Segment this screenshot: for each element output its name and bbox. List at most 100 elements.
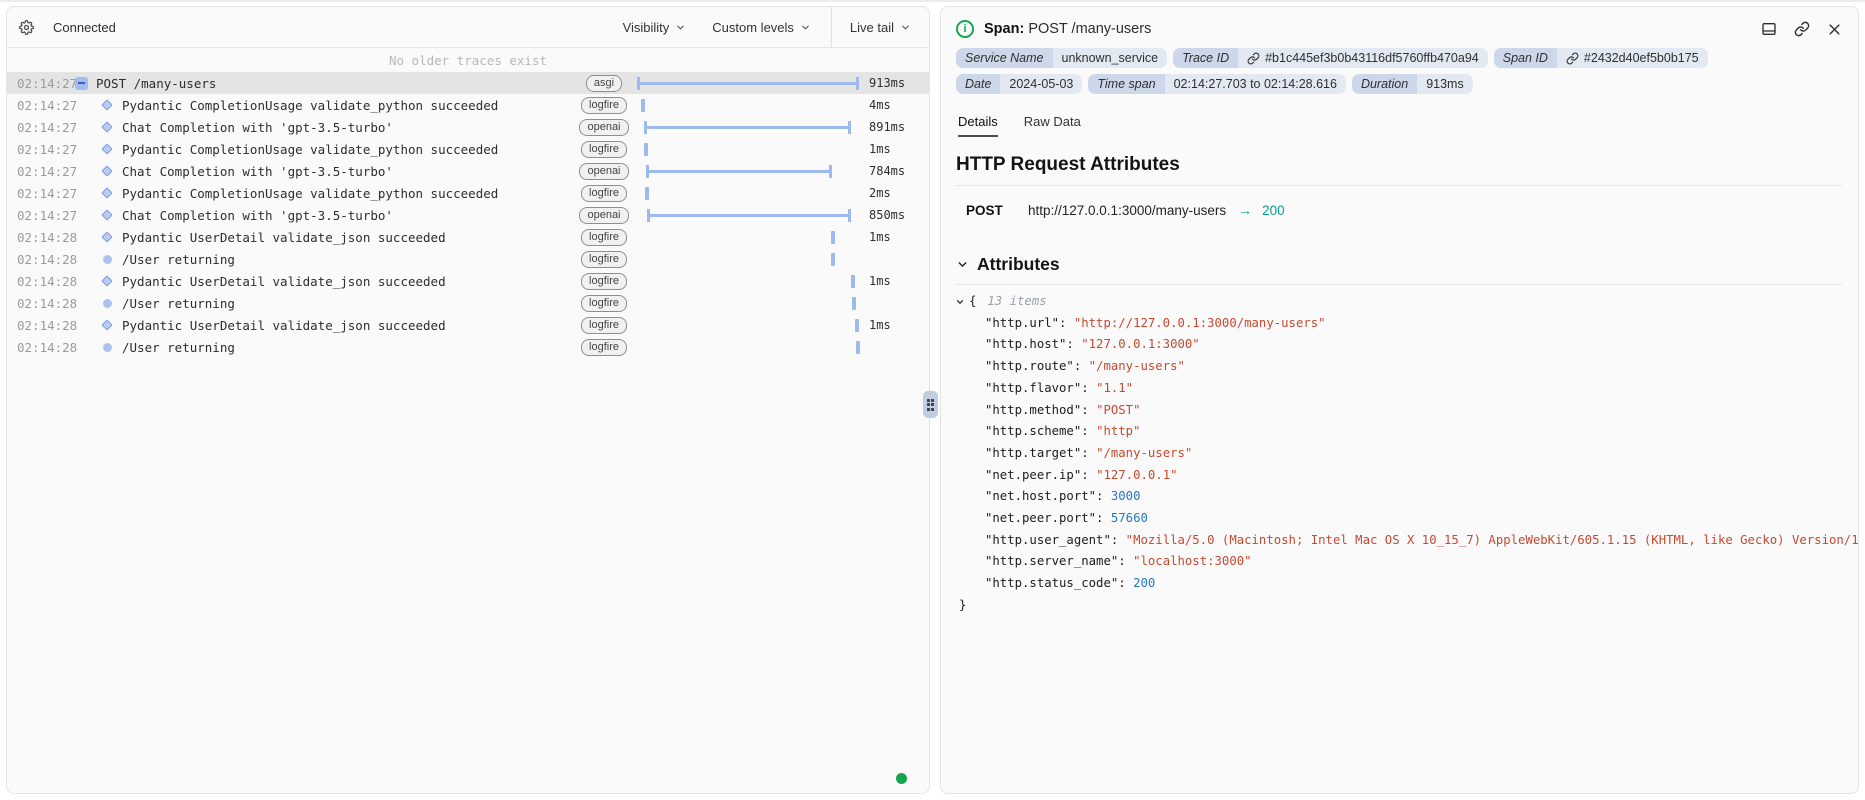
json-open-brace: {	[969, 294, 977, 308]
scope-badge: openai	[579, 162, 629, 180]
trace-timestamp: 02:14:28	[17, 273, 78, 289]
scope-badge: logfire	[581, 228, 627, 246]
json-value: 3000	[1110, 489, 1141, 504]
attributes-heading[interactable]: Attributes	[956, 254, 1842, 275]
collapse-chevron-icon[interactable]	[955, 297, 965, 307]
span-details-header: i Span: POST /many-users	[941, 7, 1858, 46]
attributes-heading-label: Attributes	[977, 254, 1060, 274]
custom-levels-dropdown-label: Custom levels	[712, 19, 794, 35]
scope-badge-col: logfire	[575, 338, 633, 356]
chip-label: Duration	[1351, 74, 1418, 94]
chip-label: Date	[956, 74, 1001, 94]
json-attribute-line: "http.method": "POST"	[955, 400, 1842, 422]
duration-bar	[855, 340, 860, 354]
tab-details[interactable]: Details	[958, 114, 998, 137]
trace-timestamp: 02:14:28	[17, 339, 78, 355]
duration-bar	[852, 296, 857, 310]
live-indicator-dot	[896, 773, 907, 784]
json-attribute-line: "http.scheme": "http"	[955, 421, 1842, 443]
info-icon: i	[956, 20, 974, 38]
json-key: "http.flavor":	[985, 380, 1097, 395]
collapse-toggle-icon[interactable]	[73, 76, 89, 90]
no-older-traces-banner: No older traces exist	[388, 52, 548, 68]
json-value: "127.0.0.1"	[1096, 467, 1178, 482]
scope-badge: logfire	[581, 338, 627, 356]
trace-row-label: Pydantic CompletionUsage validate_python…	[122, 97, 499, 113]
live-tail-section: Live tail	[830, 7, 929, 47]
scope-badge: logfire	[581, 272, 627, 290]
duration-bar	[646, 208, 852, 222]
scope-badge-col: logfire	[575, 228, 633, 246]
duration-label: 850ms	[869, 208, 906, 222]
visibility-dropdown[interactable]: Visibility	[623, 20, 687, 35]
panel-resize-handle[interactable]	[923, 391, 938, 418]
scope-badge: logfire	[581, 140, 627, 158]
copy-link-icon[interactable]	[1794, 21, 1810, 37]
json-value: "localhost:3000"	[1133, 554, 1252, 569]
scope-badge-col: openai	[575, 118, 633, 136]
chip-value[interactable]: #b1c445ef3b0b43116df5760ffb470a94	[1238, 48, 1488, 68]
duration-bar	[855, 318, 859, 332]
close-icon[interactable]	[1827, 22, 1842, 37]
divider	[956, 185, 1842, 186]
duration-timeline	[637, 138, 859, 160]
settings-gear-icon[interactable]	[19, 19, 34, 35]
log-circle-icon	[99, 298, 115, 308]
trace-timestamp: 02:14:27	[17, 75, 78, 91]
chip-label: Span ID	[1493, 48, 1557, 68]
trace-row-label: Chat Completion with 'gpt-3.5-turbo'	[122, 119, 393, 135]
span-title: i Span: POST /many-users	[956, 20, 1151, 38]
chip-value[interactable]: #2432d40ef5b0b175	[1556, 48, 1708, 68]
duration-bar	[831, 230, 836, 244]
link-icon	[1566, 52, 1579, 65]
json-attribute-line: "http.user_agent": "Mozilla/5.0 (Macinto…	[955, 530, 1858, 552]
duration-timeline	[637, 336, 860, 358]
scope-badge-col: openai	[575, 206, 633, 224]
dock-panel-icon[interactable]	[1761, 21, 1777, 37]
json-attribute-line: "http.flavor": "1.1"	[955, 378, 1842, 400]
span-diamond-icon	[99, 275, 115, 287]
trace-row-label: Pydantic UserDetail validate_json succee…	[122, 229, 446, 245]
tab-raw-data[interactable]: Raw Data	[1023, 114, 1081, 129]
visibility-dropdown-label: Visibility	[622, 19, 670, 35]
connection-status-label: Connected	[53, 19, 116, 35]
trace-timestamp: 02:14:28	[17, 295, 78, 311]
chip-label: Time span	[1088, 74, 1165, 94]
live-tail-dropdown[interactable]: Live tail	[850, 20, 911, 35]
trace-list-panel: Connected Visibility Custom levels Live …	[6, 6, 930, 794]
json-value: "http://127.0.0.1:3000/many-users"	[1073, 315, 1326, 330]
custom-levels-dropdown[interactable]: Custom levels	[712, 20, 811, 35]
scope-badge-col: logfire	[575, 294, 633, 312]
chip-label: Trace ID	[1173, 48, 1239, 68]
attributes-json-tree: { 13 items "http.url": "http://127.0.0.1…	[955, 291, 1858, 617]
json-value: "/many-users"	[1096, 445, 1193, 460]
trace-timestamp: 02:14:27	[17, 141, 78, 157]
scope-badge-col: openai	[575, 162, 633, 180]
scope-badge: logfire	[581, 184, 627, 202]
chevron-down-icon	[675, 22, 686, 33]
duration-timeline	[637, 182, 859, 204]
scope-badge-col: logfire	[575, 250, 633, 268]
http-status-code: 200	[1262, 202, 1285, 218]
span-title-text: POST /many-users	[1028, 21, 1152, 37]
scope-badge-col: asgi	[575, 74, 633, 92]
trace-timestamp: 02:14:27	[17, 185, 78, 201]
